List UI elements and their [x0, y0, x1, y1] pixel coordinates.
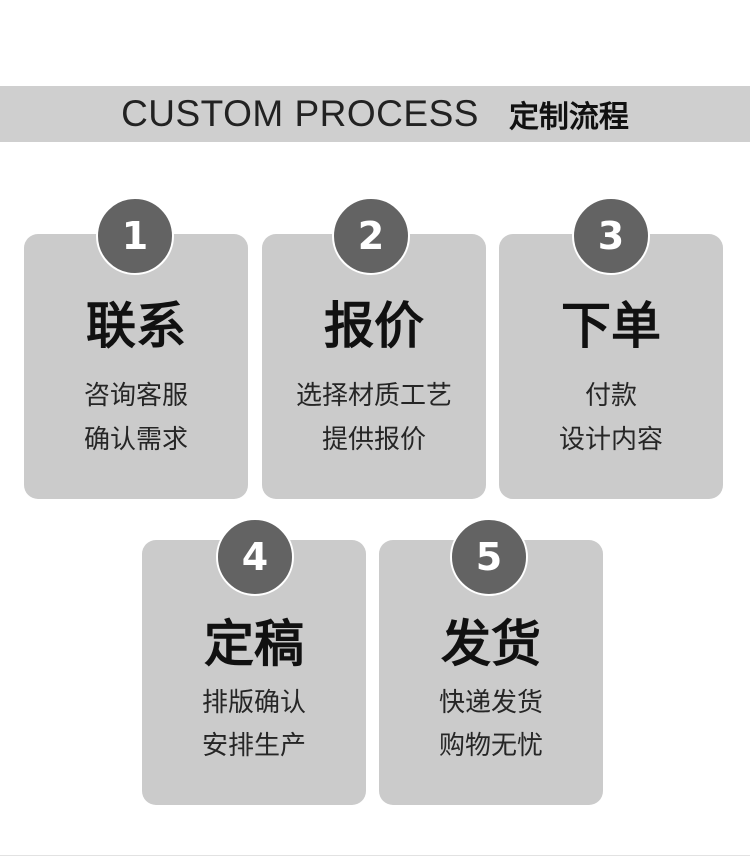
step-card-2: [262, 234, 486, 499]
step-desc-line1: 付款: [584, 381, 637, 411]
header-banner: CUSTOM PROCESS 定制流程: [0, 86, 750, 142]
step-number: 5: [475, 535, 503, 579]
step-desc-line1: 咨询客服: [83, 381, 188, 411]
step-number-badge: 4: [216, 518, 294, 596]
step-title: 报价: [324, 297, 424, 355]
step-title: 下单: [561, 297, 661, 355]
step-number-badge: 3: [572, 197, 650, 275]
step-title: 联系: [86, 297, 186, 355]
header-title-en: CUSTOM PROCESS: [121, 93, 479, 134]
step-title: 定稿: [204, 615, 304, 673]
step-number-badge: 1: [96, 197, 174, 275]
step-desc-line2: 提供报价: [321, 425, 426, 455]
bottom-divider: [0, 855, 750, 856]
step-number-badge: 5: [450, 518, 528, 596]
step-desc-line1: 排版确认: [201, 688, 306, 718]
step-number-badge: 2: [332, 197, 410, 275]
step-desc-line2: 安排生产: [201, 731, 306, 761]
step-number: 1: [121, 214, 149, 258]
step-desc-line1: 快递发货: [438, 688, 543, 718]
step-desc-line2: 购物无忧: [438, 731, 543, 761]
step-desc-line2: 设计内容: [558, 425, 663, 455]
step-desc-line1: 选择材质工艺: [295, 381, 452, 411]
step-title: 发货: [441, 615, 541, 673]
header-title-cn: 定制流程: [508, 100, 629, 135]
step-number: 4: [241, 535, 269, 579]
step-number: 2: [357, 214, 385, 258]
step-number: 3: [597, 214, 625, 258]
step-card-3: [499, 234, 723, 499]
step-card-1: [24, 234, 248, 499]
step-desc-line2: 确认需求: [83, 425, 188, 455]
